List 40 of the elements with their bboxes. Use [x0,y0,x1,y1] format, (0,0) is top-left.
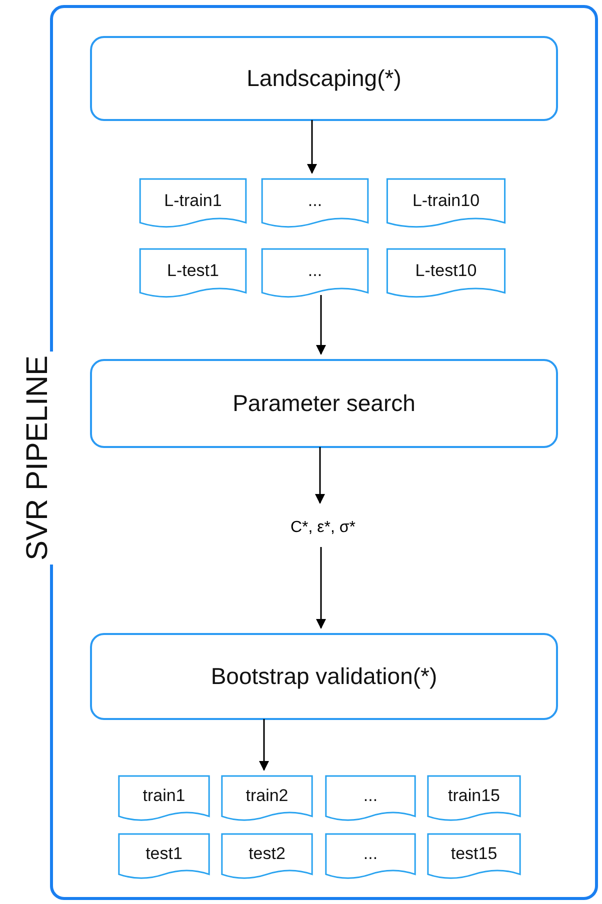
document-label: test15 [450,844,498,864]
document-label: ... [363,844,378,864]
parameter-label: C*, ε*, σ* [233,508,413,548]
document-label: test2 [248,844,286,864]
document-shape [427,833,521,881]
document-shape [325,833,416,881]
process-box [90,36,558,121]
arrow [316,547,326,629]
arrow [316,295,326,355]
document-label: train2 [246,786,288,806]
document-shape [139,248,247,300]
document-label: train15 [448,786,500,806]
document-shape [325,775,416,823]
box-label: Parameter search [232,390,416,417]
box-label: Landscaping(*) [246,65,402,92]
document-label: test1 [146,844,182,864]
document-label: L-train1 [164,191,222,211]
document-label: ... [308,261,322,281]
document-label: L-train10 [412,191,480,211]
arrow [307,120,317,174]
document-shape [261,248,369,300]
document-label: train1 [142,786,186,806]
document-shape [139,178,247,230]
document-label: L-test1 [167,261,219,281]
document-shape [386,248,506,300]
document-shape [118,833,210,881]
document-shape [386,178,506,230]
document-label: ... [308,191,322,211]
document-shape [118,775,210,823]
box-label: Bootstrap validation(*) [210,663,438,690]
process-box [90,359,558,448]
process-box [90,633,558,720]
document-label: L-test10 [415,261,477,281]
document-shape [221,775,313,823]
document-shape [261,178,369,230]
document-label: ... [363,786,378,806]
document-shape [427,775,521,823]
arrow [259,719,269,771]
arrow [315,447,325,504]
document-shape [221,833,313,881]
